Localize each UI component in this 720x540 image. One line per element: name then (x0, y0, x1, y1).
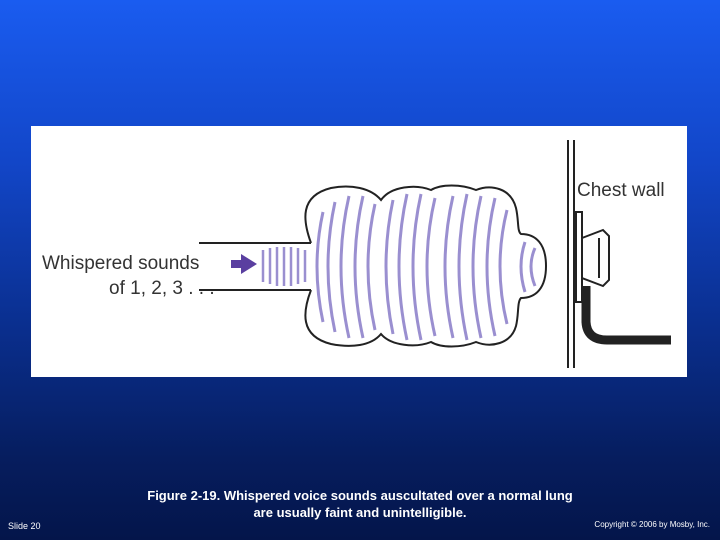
caption-line-2: are usually faint and unintelligible. (253, 505, 467, 520)
chest-wall-label: Chest wall (577, 180, 665, 201)
sound-hatch (261, 247, 307, 286)
sound-waves (315, 193, 537, 341)
whispered-numbers-label: of 1, 2, 3 . . . (109, 278, 215, 299)
whispered-sounds-label: Whispered sounds (42, 253, 199, 274)
chest-wall (567, 140, 575, 368)
stethoscope-icon (575, 211, 671, 345)
figure-caption: Figure 2-19. Whispered voice sounds ausc… (100, 487, 620, 521)
lung-outline (304, 184, 548, 348)
sound-channel (199, 242, 311, 291)
figure-panel: Whispered sounds of 1, 2, 3 . . . Chest … (31, 126, 687, 377)
lung-sound-diagram: Whispered sounds of 1, 2, 3 . . . Chest … (42, 140, 671, 368)
copyright-notice: Copyright © 2006 by Mosby, Inc. (594, 520, 710, 529)
arrow-right-icon (231, 254, 257, 274)
caption-line-1: Figure 2-19. Whispered voice sounds ausc… (147, 488, 573, 503)
slide-number: Slide 20 (8, 521, 41, 531)
